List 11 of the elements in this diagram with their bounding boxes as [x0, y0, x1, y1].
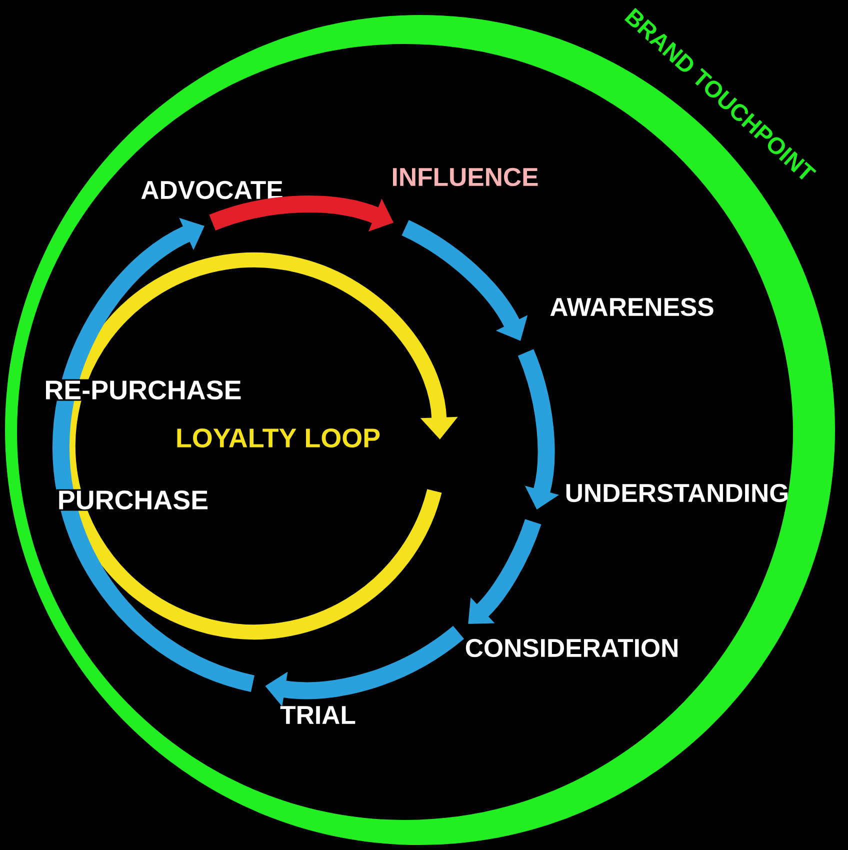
arrow: [468, 518, 542, 624]
arrow: [52, 218, 256, 692]
stage-label: ADVOCATE: [141, 180, 282, 200]
stage-label: AWARENESS: [550, 298, 714, 316]
label-text: PURCHASE: [56, 489, 210, 511]
stage-label: TRIAL: [280, 706, 356, 724]
stage-label: UNDERSTANDING: [566, 484, 788, 502]
stage-label: CONSIDERATION: [466, 638, 678, 658]
label-text: LOYALTY LOOP: [174, 427, 382, 449]
stage-label: INFLUENCE: [393, 168, 538, 186]
label-text: RE-PURCHASE: [43, 379, 243, 401]
